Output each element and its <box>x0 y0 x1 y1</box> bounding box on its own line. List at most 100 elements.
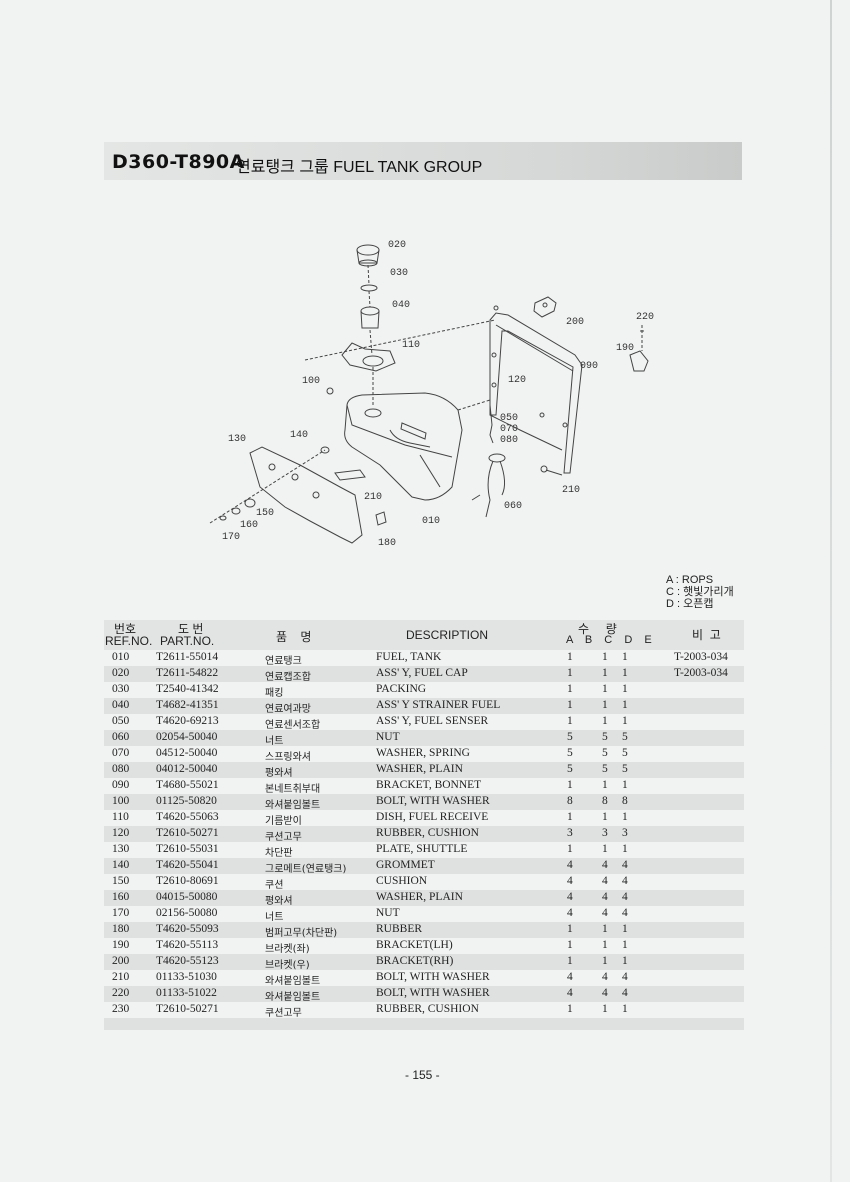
header-qty-cols: A B C D E <box>566 634 652 646</box>
table-end-band <box>104 1018 744 1030</box>
cell-desc: BOLT, WITH WASHER <box>376 971 490 983</box>
cell-ref: 040 <box>112 699 130 711</box>
title-bar <box>104 142 742 180</box>
cell-ref: 050 <box>112 715 130 727</box>
fuel-tank-drawing <box>344 392 463 501</box>
cell-c: 4 <box>602 875 608 887</box>
cell-ref: 210 <box>112 971 130 983</box>
cell-part: T4620-55123 <box>156 955 219 967</box>
cell-c: 4 <box>602 859 608 871</box>
header-ref-ko: 번호 <box>114 622 137 636</box>
cell-kname: 와셔붙임볼트 <box>265 976 321 987</box>
callout-100: 100 <box>302 376 320 387</box>
cell-d: 8 <box>622 795 628 807</box>
cell-ref: 220 <box>112 987 130 999</box>
callout-110: 110 <box>402 340 420 351</box>
callout-180: 180 <box>378 538 396 549</box>
cell-part: T2610-50271 <box>156 1003 219 1015</box>
callout-190: 190 <box>616 343 634 354</box>
cell-ref: 070 <box>112 747 130 759</box>
cell-ref: 130 <box>112 843 130 855</box>
header-part-en: PART.NO. <box>160 634 215 648</box>
bolt-with-washer-drawing <box>334 469 366 481</box>
cell-d: 1 <box>622 1003 628 1015</box>
cell-part: T2610-80691 <box>156 875 219 887</box>
cell-kname: 본네트취부대 <box>265 784 321 795</box>
cell-d: 4 <box>622 875 628 887</box>
cell-a: 1 <box>567 1003 573 1015</box>
callout-040: 040 <box>392 300 410 311</box>
cell-desc: BOLT, WITH WASHER <box>376 795 490 807</box>
cell-c: 5 <box>602 763 608 775</box>
cell-c: 1 <box>602 843 608 855</box>
cell-desc: PLATE, SHUTTLE <box>376 843 468 855</box>
cell-a: 1 <box>567 811 573 823</box>
cell-ref: 110 <box>112 811 129 823</box>
cell-a: 1 <box>567 651 573 663</box>
cell-d: 5 <box>622 747 628 759</box>
cell-desc: GROMMET <box>376 859 435 871</box>
callout-210-right: 210 <box>562 485 580 496</box>
cell-part: 04012-50040 <box>156 763 218 775</box>
cell-ref: 020 <box>112 667 130 679</box>
cell-c: 1 <box>602 939 608 951</box>
page-number: - 155 - <box>405 1068 440 1082</box>
cell-d: 3 <box>622 827 628 839</box>
callout-030: 030 <box>390 268 408 279</box>
callout-130: 130 <box>228 434 246 445</box>
cell-part: 01133-51022 <box>156 987 217 999</box>
callout-210-left: 210 <box>364 492 382 503</box>
callout-150: 150 <box>256 508 274 519</box>
cell-kname: 패킹 <box>265 688 284 699</box>
cell-a: 1 <box>567 683 573 695</box>
cell-a: 4 <box>567 971 573 983</box>
cell-part: T4620-69213 <box>156 715 219 727</box>
cell-c: 1 <box>602 1003 608 1015</box>
cell-desc: CUSHION <box>376 875 428 887</box>
cell-part: T4620-55113 <box>156 939 219 951</box>
cell-d: 1 <box>622 939 628 951</box>
cell-note: T-2003-034 <box>674 667 728 679</box>
cell-kname: 연료캡조합 <box>265 672 311 683</box>
bracket-rh-drawing <box>533 296 557 318</box>
cell-d: 1 <box>622 843 628 855</box>
cell-c: 4 <box>602 987 608 999</box>
cell-a: 1 <box>567 939 573 951</box>
cell-kname: 와셔붙임볼트 <box>265 800 321 811</box>
table-header: 번호 REF.NO. 도 번 PART.NO. 품 명 DESCRIPTION … <box>104 620 744 650</box>
cell-ref: 190 <box>112 939 130 951</box>
cell-ref: 090 <box>112 779 130 791</box>
cell-d: 1 <box>622 651 628 663</box>
header-ref-en: REF.NO. <box>105 634 153 648</box>
cell-ref: 080 <box>112 763 130 775</box>
cell-c: 4 <box>602 907 608 919</box>
exploded-parts-diagram: 020 030 040 110 100 140 130 150 160 170 … <box>209 240 654 549</box>
cell-d: 1 <box>622 683 628 695</box>
callout-050: 050 <box>500 413 518 424</box>
cell-kname: 너트 <box>265 736 284 747</box>
cell-part: T4620-55093 <box>156 923 219 935</box>
cell-kname: 연료탱크 <box>265 656 302 667</box>
cell-d: 1 <box>622 811 628 823</box>
cell-part: T2610-55031 <box>156 843 219 855</box>
cell-desc: BRACKET(LH) <box>376 939 453 951</box>
cell-kname: 와셔붙임볼트 <box>265 992 321 1003</box>
parts-table: 번호 REF.NO. 도 번 PART.NO. 품 명 DESCRIPTION … <box>104 620 744 1030</box>
cell-desc: ASS' Y STRAINER FUEL <box>376 699 501 711</box>
cell-c: 1 <box>602 699 608 711</box>
cell-part: T2611-55014 <box>156 651 219 663</box>
cell-desc: WASHER, SPRING <box>376 747 470 759</box>
